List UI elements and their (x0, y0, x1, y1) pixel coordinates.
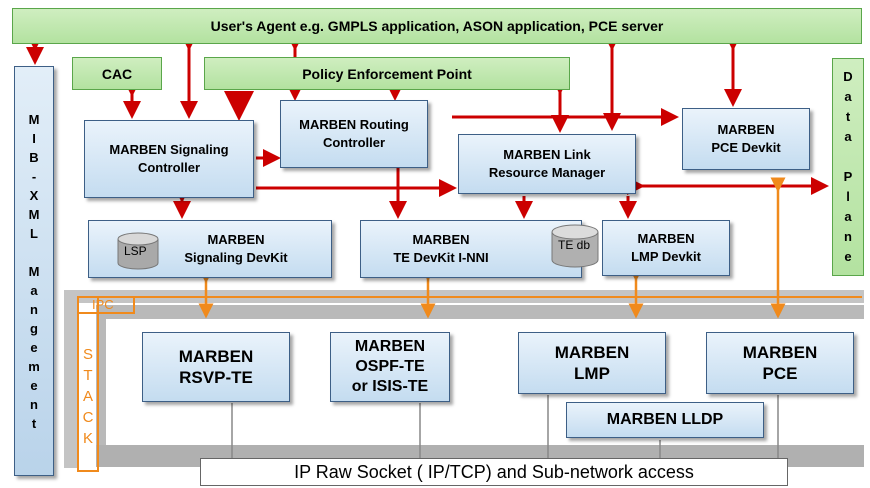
ip-connector-lines (231, 395, 779, 460)
lmp-devkit-line2: LMP Devkit (631, 249, 701, 264)
users-agent-bar: User's Agent e.g. GMPLS application, ASO… (12, 8, 862, 44)
users-agent-label: User's Agent e.g. GMPLS application, ASO… (210, 18, 664, 34)
signaling-devkit-line1: MARBEN (207, 232, 265, 247)
stack-letter: C (82, 409, 94, 426)
pce-box: MARBEN PCE (706, 332, 854, 394)
lldp-box: MARBEN LLDP (566, 402, 764, 438)
link-resource-manager-box: MARBEN Link Resource Manager (458, 134, 636, 194)
stack-letter: S (82, 346, 93, 363)
signaling-devkit-line2: Signaling DevKit (184, 250, 288, 265)
data-plane-letter: a (844, 89, 852, 104)
link-resource-manager-line1: MARBEN Link (503, 147, 591, 162)
lsp-database-icon (117, 232, 159, 270)
mib-letter: a (30, 282, 38, 298)
ospf-te-line3: or ISIS-TE (351, 378, 429, 395)
mib-xml-management-bar: M I B - X M L M a n g e m e n t (14, 66, 54, 476)
routing-controller-box: MARBEN Routing Controller (280, 100, 428, 168)
te-devkit-line1: MARBEN (412, 232, 470, 247)
te-db-label: TE db (558, 238, 591, 252)
red-arrows (26, 33, 829, 219)
pce-line1: MARBEN (742, 343, 818, 362)
cac-box: CAC (72, 57, 162, 90)
pce-devkit-line1: MARBEN (717, 122, 775, 137)
pce-devkit-box: MARBEN PCE Devkit (682, 108, 810, 170)
mib-letter: t (31, 415, 37, 431)
stack-label: S T A C K (80, 344, 96, 449)
lmp-devkit-line1: MARBEN (637, 231, 695, 246)
pce-line2: PCE (762, 364, 798, 383)
lmp-line1: MARBEN (554, 343, 630, 362)
signaling-controller-box: MARBEN Signaling Controller (84, 120, 254, 198)
ip-raw-socket-bar: IP Raw Socket ( IP/TCP) and Sub-network … (200, 458, 788, 486)
stack-letter: K (82, 430, 93, 447)
te-db-database-icon (551, 224, 599, 268)
ip-raw-socket-label: IP Raw Socket ( IP/TCP) and Sub-network … (294, 461, 694, 482)
lmp-line2: LMP (574, 364, 610, 383)
ospf-te-line2: OSPF-TE (355, 358, 425, 375)
policy-enforcement-point-box: Policy Enforcement Point (204, 57, 570, 90)
mib-letter: M (28, 111, 40, 127)
te-devkit-box: MARBEN TE DevKit I-NNI (360, 220, 582, 278)
ipc-label: IPC (92, 297, 114, 312)
policy-enforcement-point-label: Policy Enforcement Point (302, 65, 472, 82)
stack-letter: T (83, 367, 93, 384)
mib-letter: e (30, 377, 38, 393)
mib-letter: X (29, 187, 39, 203)
data-plane-letter: e (844, 249, 852, 264)
mib-letter: I (32, 130, 36, 146)
data-plane-letter: l (846, 189, 850, 204)
routing-controller-line2: Controller (322, 135, 386, 150)
lldp-label: MARBEN LLDP (606, 411, 724, 428)
rsvp-te-line1: MARBEN (178, 347, 254, 366)
link-resource-manager-line2: Resource Manager (488, 165, 606, 180)
orange-arrows (198, 177, 786, 319)
lsp-label: LSP (124, 244, 147, 258)
rsvp-te-box: MARBEN RSVP-TE (142, 332, 290, 402)
ospf-te-line1: MARBEN (354, 338, 426, 355)
mib-letter: n (30, 301, 38, 317)
te-devkit-line2: TE DevKit I-NNI (393, 250, 489, 265)
data-plane-bar: D a t a P l a n e (832, 58, 864, 276)
data-plane-letter: P (843, 169, 853, 184)
mib-letter: n (30, 396, 38, 412)
signaling-controller-line1: MARBEN Signaling (109, 142, 229, 157)
mib-letter: B (29, 149, 39, 165)
pce-devkit-line2: PCE Devkit (711, 140, 781, 155)
mib-letter: M (28, 206, 40, 222)
data-plane-letter: n (844, 229, 852, 244)
signaling-controller-line2: Controller (137, 160, 201, 175)
data-plane-letter: a (844, 129, 852, 144)
mib-letter: - (31, 168, 37, 184)
rsvp-te-line2: RSVP-TE (179, 368, 253, 387)
data-plane-letter: t (845, 109, 851, 124)
mib-letter: L (30, 225, 38, 241)
cac-label: CAC (101, 65, 133, 82)
mib-letter: e (30, 339, 38, 355)
routing-controller-line1: MARBEN Routing (299, 117, 409, 132)
data-plane-letter: D (843, 69, 853, 84)
lmp-devkit-box: MARBEN LMP Devkit (602, 220, 730, 276)
data-plane-letter: a (844, 209, 852, 224)
stack-letter: A (82, 388, 93, 405)
ospf-te-box: MARBEN OSPF-TE or ISIS-TE (330, 332, 450, 402)
mib-letter: g (30, 320, 38, 336)
mib-letter: M (28, 263, 40, 279)
lmp-box: MARBEN LMP (518, 332, 666, 394)
mib-letter: m (28, 358, 40, 374)
